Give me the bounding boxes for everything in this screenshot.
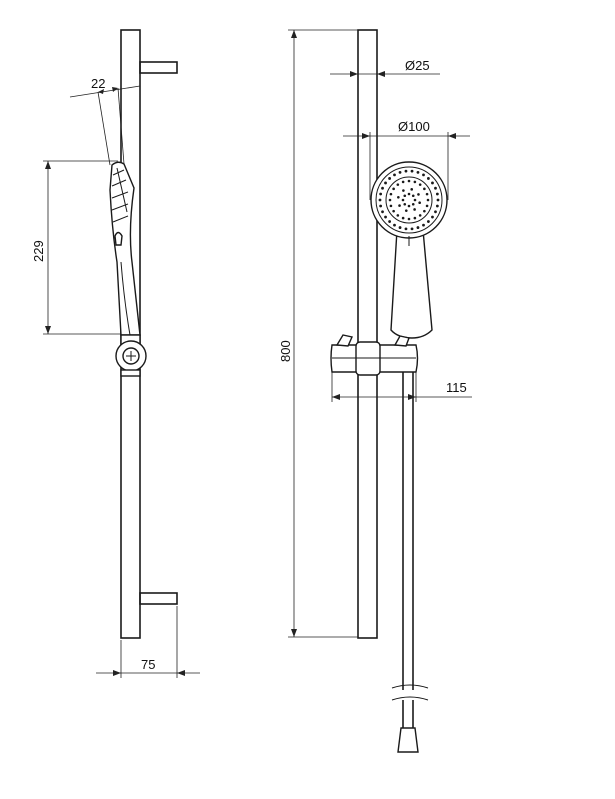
side-holder [115,334,147,377]
front-hand-shower [370,161,448,339]
nozzle-dot [413,216,417,220]
side-view: 22 229 75 [31,29,200,678]
nozzle-dot [396,183,400,186]
nozzle-dot [427,220,430,223]
nozzle-dot [389,204,393,208]
nozzle-dot [389,192,393,196]
label-holder-width: 115 [446,380,467,395]
dim-hand-angle: 22 [69,76,141,166]
nozzle-dot [401,180,405,184]
nozzle-dot [418,214,422,217]
nozzle-dot [413,208,416,211]
nozzle-dot [401,198,405,202]
nozzle-dot [434,186,437,190]
nozzle-dot [379,204,383,208]
dim-rail-diameter: Ø25 [330,58,440,77]
nozzle-dot [403,202,407,206]
nozzle-dot [434,210,437,214]
nozzle-dot [404,209,408,212]
nozzle-dot [410,169,414,173]
nozzle-dot [417,193,420,196]
label-rail-length: 800 [278,340,293,362]
nozzle-dot [436,198,440,202]
nozzle-dot [404,227,408,231]
side-bottom-bracket [139,592,178,605]
nozzle-dot [431,215,434,219]
nozzle-dot [401,216,405,220]
nozzle-dot [384,181,387,185]
nozzle-dot [410,188,414,191]
nozzle-dot [379,192,383,196]
nozzle-dot [407,192,411,196]
label-wall-offset: 75 [141,657,155,672]
dim-head-diameter: Ø100 [343,119,470,200]
nozzle-dot [418,201,421,205]
nozzle-dot [410,227,414,231]
nozzle-dot [398,226,402,229]
nozzle-dot [426,198,430,202]
nozzle-dot [422,173,425,177]
nozzle-dot [425,204,429,208]
nozzle-dot [378,198,382,202]
nozzle-dot [422,223,425,227]
nozzle-dot [407,204,411,208]
nozzle-dot [425,192,429,196]
nozzle-dot [407,179,411,183]
nozzle-dot [423,187,426,191]
label-hand-length: 229 [31,240,46,262]
nozzle-dot [416,171,420,174]
nozzle-dot [393,173,396,177]
dim-holder-width: 115 [331,372,472,402]
nozzle-dot [398,204,401,207]
label-rail-diameter: Ø25 [405,58,430,73]
nozzle-dot [381,210,384,214]
side-hand-shower [109,161,141,336]
nozzle-dot [381,186,384,190]
nozzle-dot [431,181,434,185]
nozzle-dot [388,220,391,223]
front-holder [330,334,419,376]
hose [391,372,429,753]
nozzle-dot [388,198,392,202]
nozzle-dot [411,202,415,206]
nozzle-dot [411,194,415,198]
nozzle-dot [398,171,402,174]
nozzle-dot [392,209,395,213]
nozzle-dot [435,204,439,208]
nozzle-dot [397,195,400,199]
nozzle-dot [413,180,417,184]
nozzle-dot [404,169,408,173]
nozzle-dot [393,223,396,227]
dim-rail-length: 800 [278,29,358,638]
nozzle-dot [435,192,439,196]
dim-hand-length: 229 [31,160,121,335]
nozzle-dot [423,209,426,213]
front-view: 800 Ø25 Ø100 [278,29,472,753]
spray-nozzles [378,169,440,231]
nozzle-dot [418,183,422,186]
side-top-bracket [139,61,178,74]
nozzle-dot [416,226,420,229]
nozzle-dot [388,177,391,180]
label-head-diameter: Ø100 [398,119,430,134]
nozzle-dot [427,177,430,180]
nozzle-dot [396,214,400,217]
nozzle-dot [413,198,417,202]
label-hand-angle: 22 [91,76,105,91]
nozzle-dot [402,189,405,192]
nozzle-dot [392,187,395,191]
front-rail [357,29,378,639]
nozzle-dot [384,215,387,219]
nozzle-dot [403,194,407,198]
nozzle-dot [407,217,411,221]
dim-wall-offset: 75 [96,606,200,678]
